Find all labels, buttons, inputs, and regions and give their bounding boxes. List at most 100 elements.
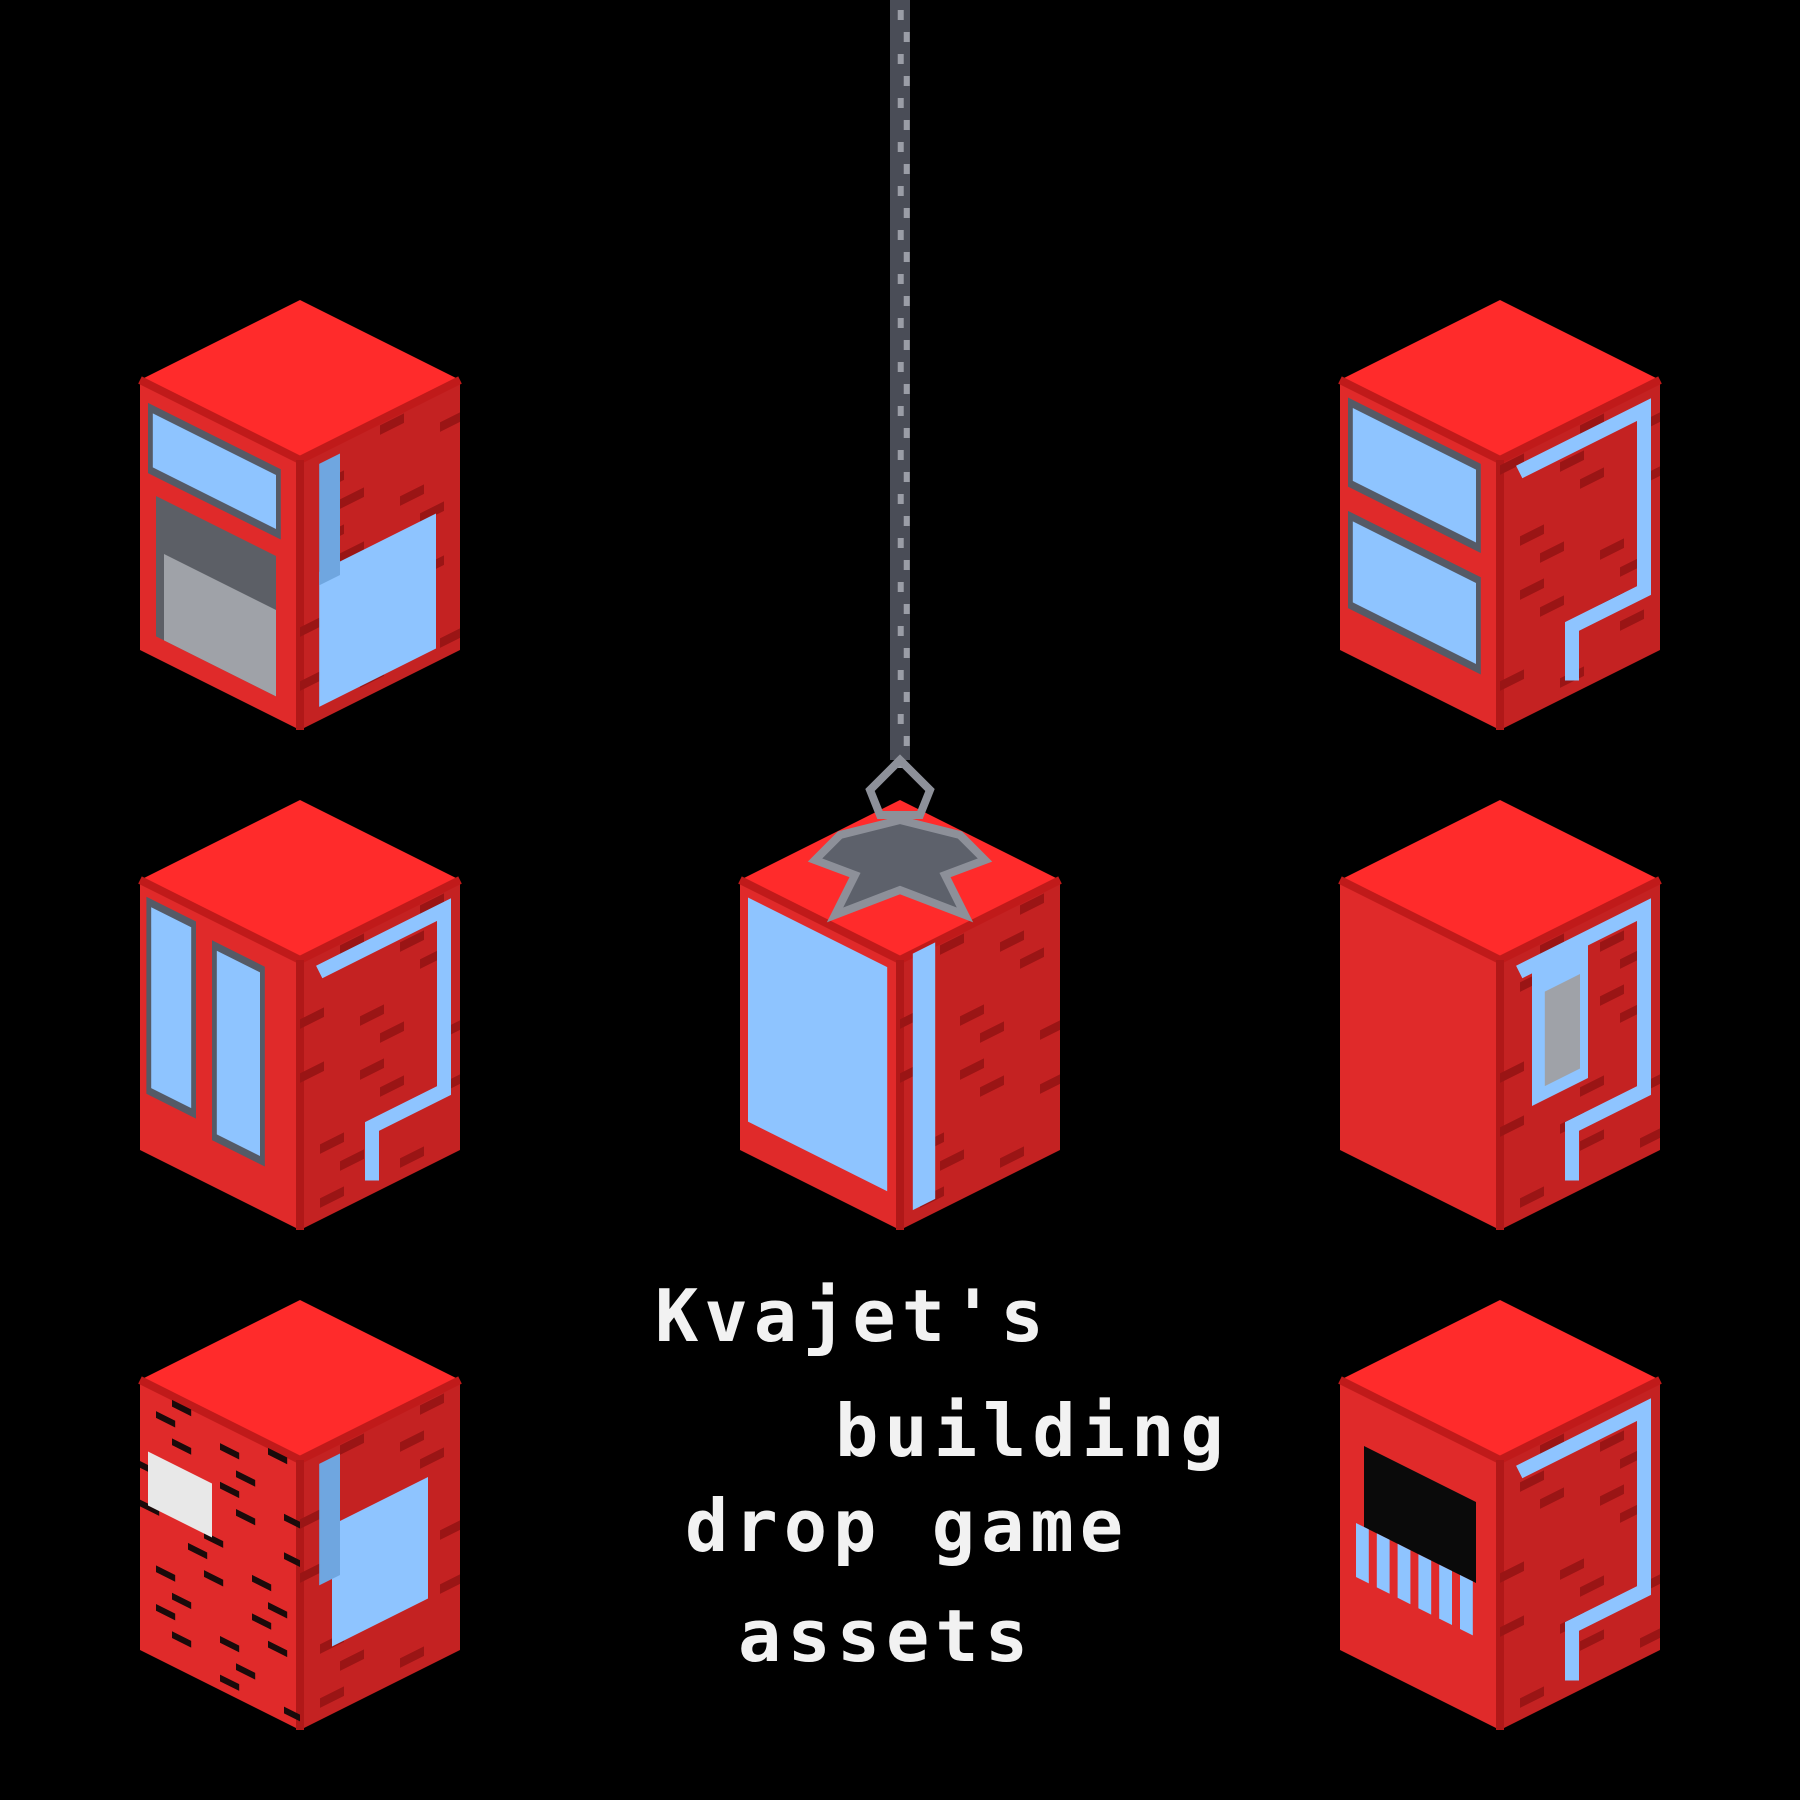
cable-strand [903, 384, 910, 394]
cable-strand [897, 494, 904, 504]
brick [236, 1470, 256, 1487]
brick [340, 541, 364, 563]
brick [188, 1542, 208, 1560]
brick [1540, 541, 1564, 563]
brick [1560, 450, 1584, 472]
brick [320, 1132, 344, 1154]
cable-strand [897, 362, 904, 372]
brick [980, 1021, 1004, 1043]
brick [300, 669, 324, 691]
pillar-window [319, 453, 340, 586]
hook-clamp [807, 815, 993, 923]
door [1544, 974, 1580, 1087]
brick [1520, 1686, 1544, 1708]
title-line-3: drop game [685, 1484, 1130, 1568]
shop-opening [1364, 1446, 1476, 1583]
cable-strand [903, 472, 910, 482]
brick [1580, 1129, 1604, 1151]
shop-awning-slat [1460, 1575, 1473, 1636]
cable-strand [903, 120, 910, 130]
brick [300, 1507, 324, 1529]
brick [320, 1686, 344, 1708]
brick [400, 1146, 424, 1168]
brick [172, 1438, 192, 1455]
block-bottom-left [138, 1300, 462, 1730]
window [152, 413, 276, 529]
brick [440, 412, 460, 432]
brick [420, 1447, 444, 1469]
cable-strand [903, 76, 910, 86]
brick [1500, 1061, 1524, 1083]
brick [400, 1646, 424, 1668]
brick [1600, 984, 1624, 1006]
brick [1020, 893, 1044, 915]
brick [220, 1674, 240, 1691]
cable-strand [903, 340, 910, 350]
title-line-4: assets [738, 1594, 1035, 1678]
cable-strand [903, 560, 910, 570]
brick [1500, 1561, 1524, 1583]
brick [960, 1004, 984, 1026]
brick [284, 1706, 300, 1722]
brick [156, 1604, 176, 1621]
cable-strand [903, 208, 910, 218]
brick [340, 487, 364, 509]
hook-loop [865, 754, 935, 819]
balcony-window [332, 1477, 428, 1647]
brick [1580, 1575, 1604, 1597]
cable-strand [897, 450, 904, 460]
cable-strand [903, 648, 910, 658]
window-frame-trim [1516, 1398, 1651, 1681]
brick [320, 1186, 344, 1208]
window-frame-trim [316, 898, 451, 1181]
brick [1580, 1075, 1604, 1097]
brick [252, 1574, 272, 1592]
brick [940, 1149, 964, 1171]
brick [236, 1509, 256, 1526]
block-middle-right [1338, 800, 1662, 1230]
shop-awning-slat [1356, 1523, 1369, 1584]
window [1352, 408, 1476, 543]
brick [220, 1443, 240, 1460]
brick [1500, 453, 1524, 475]
cable-rope [890, 0, 910, 760]
brick [340, 1649, 364, 1671]
brick [380, 1021, 404, 1043]
cable-strand [897, 318, 904, 328]
cable-strand [903, 32, 910, 42]
shop-awning-slat [1439, 1564, 1452, 1625]
window [1352, 521, 1476, 664]
brick [156, 1411, 176, 1428]
brick [1500, 1615, 1524, 1637]
cable-strand [903, 428, 910, 438]
garage-door-panel [164, 554, 276, 697]
cable-strand [897, 714, 904, 724]
brick [380, 413, 404, 435]
brick [268, 1602, 288, 1619]
brick [1540, 1487, 1564, 1509]
brick [440, 628, 460, 648]
cable-strand [903, 604, 910, 614]
brick [1520, 1470, 1544, 1492]
brick [1540, 933, 1564, 955]
cable-strand [903, 516, 910, 526]
brick [440, 1520, 460, 1540]
brick [220, 1481, 240, 1499]
window [151, 907, 192, 1109]
cable-strand [903, 692, 910, 702]
brick [1640, 1628, 1660, 1648]
cable-strand [897, 10, 904, 20]
brick [140, 1499, 160, 1516]
cable-strand [897, 274, 904, 284]
cable-strand [903, 736, 910, 746]
brick [1580, 467, 1604, 489]
cable-strand [897, 670, 904, 680]
brick [300, 1007, 324, 1029]
brick [1500, 669, 1524, 691]
brick [1520, 578, 1544, 600]
window-frame-trim [1516, 898, 1651, 1181]
crane-cable [890, 0, 910, 768]
brick [172, 1631, 192, 1648]
brick [1000, 1146, 1024, 1168]
